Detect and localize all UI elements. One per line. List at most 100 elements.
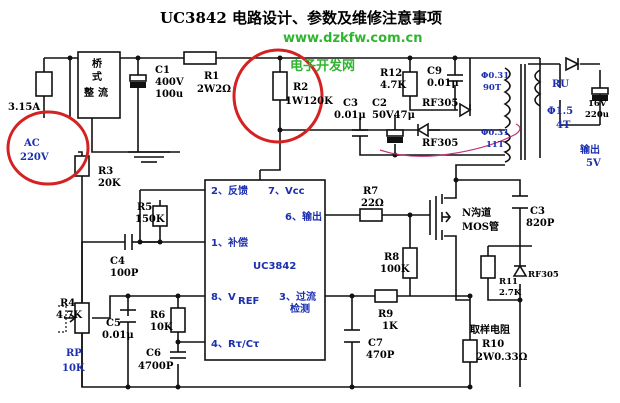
ic-pin3-label: 3、过流 bbox=[279, 290, 316, 303]
c5-name: C5 bbox=[106, 318, 121, 329]
ic-pin6-label: 6、输出 bbox=[285, 210, 322, 223]
diode-output bbox=[565, 56, 580, 72]
resistor-r2 bbox=[272, 71, 288, 101]
capacitor-c2 bbox=[386, 129, 404, 143]
r7-name: R7 bbox=[363, 186, 378, 197]
output-voltage: 5V bbox=[586, 158, 601, 169]
r1-value: 2W2Ω bbox=[197, 84, 231, 95]
highlight-circle-ac bbox=[6, 110, 90, 186]
r11-value: 2.7K bbox=[499, 288, 522, 298]
ic-pin4-label: 4、Rτ/Cτ bbox=[211, 339, 260, 350]
c4-name: C4 bbox=[110, 256, 125, 267]
r5-name: R5 bbox=[137, 202, 152, 213]
winding-4t-d: Φ1.5 bbox=[547, 106, 573, 117]
ic-pin8-sub: REF bbox=[238, 296, 259, 307]
capacitor-c6 bbox=[170, 351, 186, 359]
r2-value: 1W120K bbox=[285, 96, 333, 107]
c3-small-value: 0.01μ bbox=[334, 110, 366, 121]
cout-voltage: 16V bbox=[588, 99, 607, 109]
c3-snubber-name: C3 bbox=[530, 206, 545, 217]
r6-name: R6 bbox=[150, 310, 165, 321]
c7-value: 470P bbox=[366, 350, 395, 361]
c1-name: C1 bbox=[155, 65, 170, 76]
output-label: 输出 bbox=[580, 143, 600, 156]
ac-voltage: 220V bbox=[20, 152, 49, 163]
diode-rf305-mid bbox=[416, 122, 429, 138]
resistor-r9 bbox=[374, 289, 398, 303]
mos-name: MOS管 bbox=[462, 220, 499, 233]
rectifier-char-4: 流 bbox=[98, 86, 108, 99]
resistor-r12 bbox=[402, 71, 418, 97]
r3-value: 20K bbox=[98, 178, 121, 189]
ru-label: RU bbox=[552, 79, 569, 90]
rp-value: 10K bbox=[62, 363, 85, 374]
bridge-rectifier bbox=[77, 51, 121, 119]
c6-value: 4700P bbox=[138, 361, 174, 372]
r3-name: R3 bbox=[98, 166, 113, 177]
watermark-name: 电子开发网 bbox=[290, 58, 355, 74]
r10-value: 2W0.33Ω bbox=[476, 352, 528, 363]
capacitor-c1 bbox=[129, 74, 147, 88]
r8-name: R8 bbox=[384, 252, 399, 263]
ic-name: UC3842 bbox=[253, 261, 296, 272]
page-title: UC3842 电路设计、参数及维修注意事项 bbox=[160, 9, 442, 27]
winding-11t-d: Φ0.31 bbox=[481, 128, 509, 138]
mos-type: N沟道 bbox=[462, 206, 491, 219]
winding-4t-t: 4T bbox=[556, 120, 571, 131]
resistor-r7 bbox=[359, 208, 383, 222]
r9-value: 1K bbox=[382, 321, 398, 332]
rf305-mid-label: RF305 bbox=[422, 138, 458, 149]
c5-value: 0.01μ bbox=[102, 330, 134, 341]
capacitor-c4 bbox=[124, 234, 148, 250]
c2-value: 50V47μ bbox=[372, 110, 415, 121]
resistor-r11 bbox=[480, 255, 496, 279]
ic-pin8-label: 8、V bbox=[211, 292, 236, 303]
c9-name: C9 bbox=[427, 66, 442, 77]
winding-90t-d: Φ0.31 bbox=[481, 71, 509, 81]
cout-value: 220u bbox=[585, 110, 609, 120]
capacitor-c7 bbox=[344, 329, 360, 343]
r4-name: R4 bbox=[60, 298, 75, 309]
r9-name: R9 bbox=[378, 309, 393, 320]
ic-pin1-label: 1、补偿 bbox=[211, 236, 248, 249]
fuse bbox=[35, 71, 53, 97]
ic-pin2-label: 2、反馈 bbox=[211, 184, 248, 197]
winding-11t-t: 11T bbox=[486, 140, 505, 150]
uc3842-ic bbox=[204, 179, 326, 361]
winding-90t-t: 90T bbox=[483, 83, 502, 93]
resistor-r5 bbox=[152, 205, 168, 227]
c4-value: 100P bbox=[110, 268, 139, 279]
rf305-right-label: RF305 bbox=[528, 270, 559, 280]
c7-name: C7 bbox=[368, 338, 383, 349]
r12-name: R12 bbox=[380, 68, 402, 79]
ic-pin3-sub: 检测 bbox=[290, 302, 310, 315]
r12-value: 4.7K bbox=[380, 80, 406, 91]
r6-value: 10K bbox=[150, 322, 173, 333]
diode-rf305-top bbox=[459, 102, 472, 118]
watermark-url: www.dzkfw.com.cn bbox=[283, 31, 423, 46]
r1-name: R1 bbox=[204, 71, 219, 82]
potentiometer-rp bbox=[58, 302, 90, 334]
diode-rf305-right bbox=[512, 246, 528, 277]
rp-name: RP bbox=[66, 348, 82, 359]
r8-value: 100K bbox=[380, 264, 410, 275]
c1-value: 100u bbox=[155, 89, 183, 100]
resistor-r10 bbox=[462, 339, 478, 363]
rectifier-char-1: 桥 bbox=[92, 57, 103, 70]
r5-value: 150K bbox=[135, 214, 165, 225]
rf305-top-label: RF305 bbox=[422, 98, 458, 109]
r7-value: 22Ω bbox=[361, 198, 384, 209]
resistor-r6 bbox=[170, 307, 186, 333]
ic-pin7-label: 7、Vcc bbox=[268, 186, 305, 197]
fuse-label: 3.15A bbox=[8, 102, 40, 113]
capacitor-output bbox=[591, 87, 609, 101]
r10-desc: 取样电阻 bbox=[470, 323, 510, 336]
capacitor-c3-snubber bbox=[512, 195, 528, 209]
highlight-circle-r2 bbox=[232, 48, 324, 144]
resistor-r8 bbox=[402, 247, 418, 279]
r2-name: R2 bbox=[293, 82, 308, 93]
junction-dots bbox=[67, 55, 523, 390]
c2-name: C2 bbox=[372, 98, 387, 109]
ac-label: AC bbox=[23, 138, 40, 149]
